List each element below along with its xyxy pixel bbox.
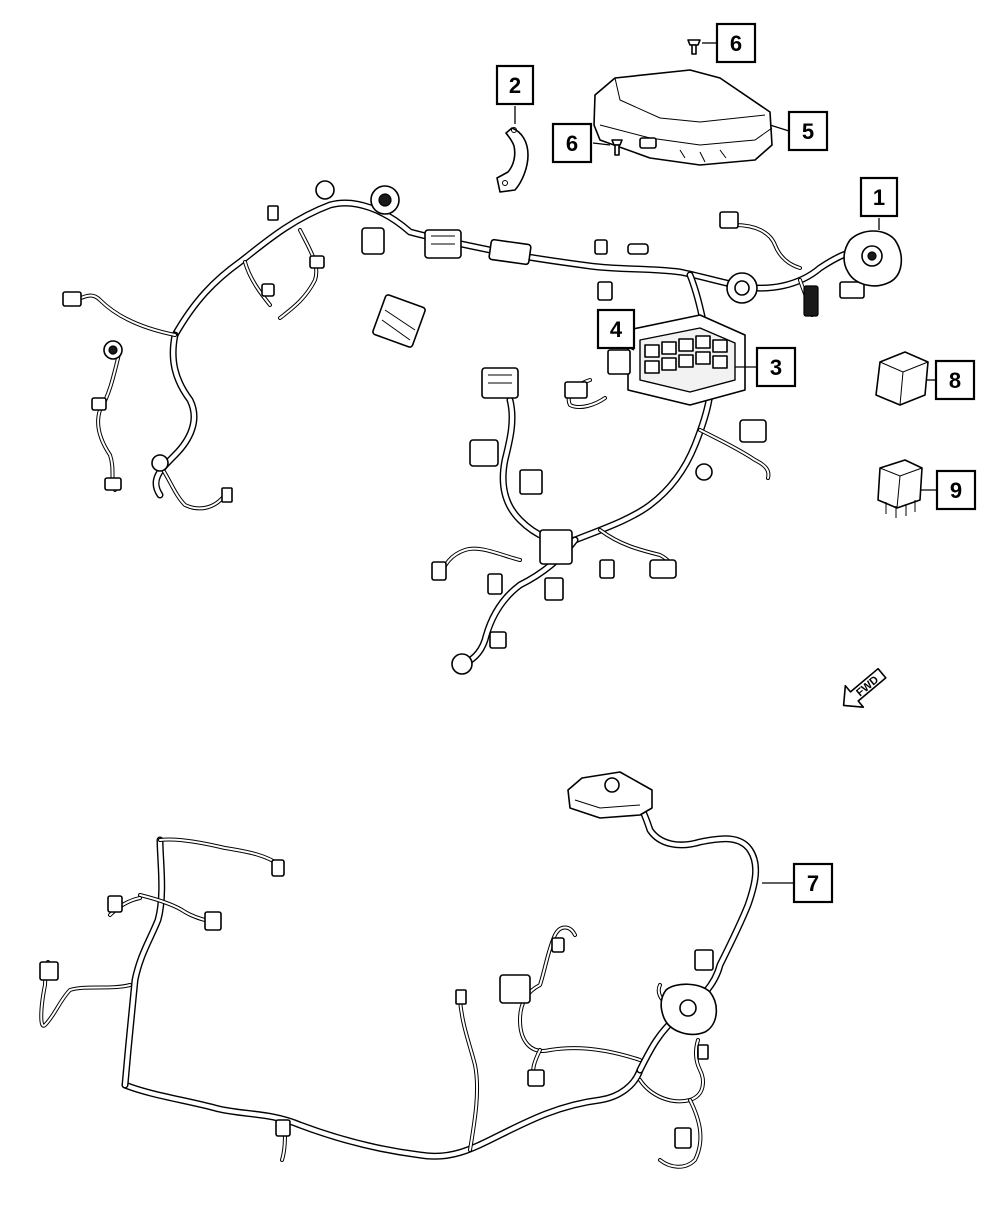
callout-6-top: 6 <box>715 22 757 64</box>
relay-icon <box>875 351 929 406</box>
callout-4-label: 4 <box>610 317 623 342</box>
callout-1: 1 <box>859 176 899 218</box>
fwd-arrow-icon: FWD <box>842 667 887 708</box>
callout-6-top-label: 6 <box>730 31 742 56</box>
fuse-relay-block <box>607 314 746 406</box>
callout-7: 7 <box>792 862 834 904</box>
callout-7-label: 7 <box>807 871 819 896</box>
part-5-cover <box>593 69 773 166</box>
callout-5: 5 <box>787 110 829 152</box>
part-1-connector <box>843 230 903 287</box>
screw-side <box>611 139 623 156</box>
callout-9-label: 9 <box>950 478 962 503</box>
callout-1-label: 1 <box>873 185 885 210</box>
part-7-harness <box>39 771 760 1169</box>
callout-4: 4 <box>596 308 636 350</box>
callout-2: 2 <box>495 64 535 106</box>
callout-6-side-label: 6 <box>566 131 578 156</box>
part-2-bracket <box>496 127 529 193</box>
instrument-panel-harness <box>62 180 903 675</box>
callout-5-label: 5 <box>802 119 814 144</box>
callout-8-label: 8 <box>949 368 961 393</box>
callout-3-label: 3 <box>770 355 782 380</box>
leader-lines <box>514 42 937 884</box>
callout-2-label: 2 <box>509 73 521 98</box>
mini-relay-icon <box>877 459 923 518</box>
callout-9: 9 <box>935 469 977 511</box>
screw-top <box>687 39 701 55</box>
callout-3: 3 <box>755 346 797 388</box>
callout-6-side: 6 <box>551 122 593 164</box>
callout-8: 8 <box>934 359 976 401</box>
